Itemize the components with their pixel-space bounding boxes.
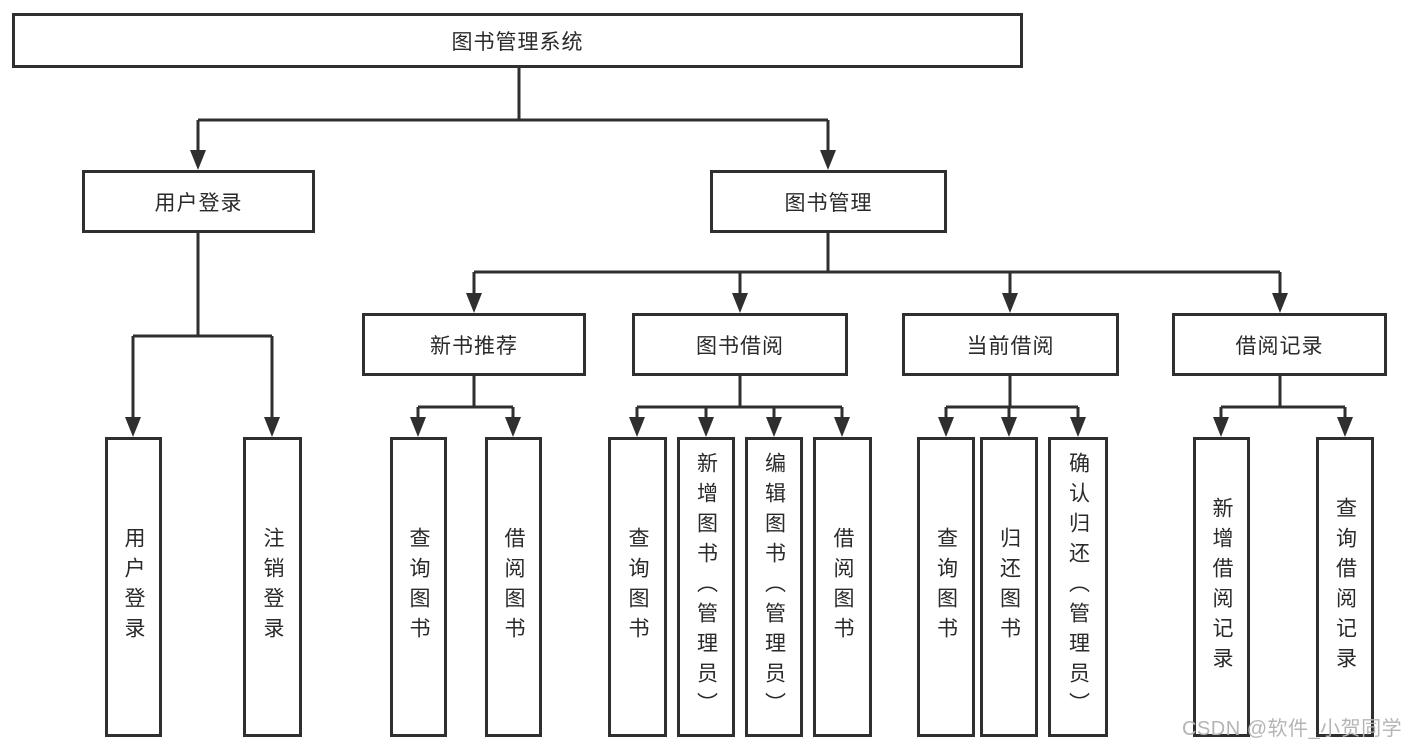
leaf-borrow-query-books: 查询图书 (608, 437, 667, 737)
node-borrow-records-label: 借阅记录 (1235, 334, 1324, 358)
leaf-borrow-edit-books-admin-label: 编辑图书（管理员） (762, 452, 786, 722)
leaf-records-query: 查询借阅记录 (1316, 437, 1374, 737)
node-new-book-recommend: 新书推荐 (362, 313, 586, 376)
leaf-borrow-add-books-admin: 新增图书（管理员） (677, 437, 735, 737)
node-borrow-records: 借阅记录 (1172, 313, 1387, 376)
node-current-borrow-label: 当前借阅 (966, 334, 1055, 358)
leaf-recommend-query-books-label: 查询图书 (407, 527, 430, 647)
leaf-current-confirm-return-admin-label: 确认归还（管理员） (1066, 452, 1090, 722)
leaf-logout-label: 注销登录 (261, 527, 284, 647)
node-root-label: 图书管理系统 (451, 30, 584, 54)
node-user-login: 用户登录 (82, 170, 315, 233)
leaf-borrow-add-books-admin-label: 新增图书（管理员） (694, 452, 718, 722)
node-book-borrow: 图书借阅 (632, 313, 848, 376)
node-book-borrow-label: 图书借阅 (696, 334, 784, 358)
leaf-recommend-borrow-books-label: 借阅图书 (502, 527, 525, 647)
leaf-records-add: 新增借阅记录 (1193, 437, 1250, 737)
leaf-borrow-borrow-books-label: 借阅图书 (831, 527, 854, 647)
leaf-current-return-books-label: 归还图书 (997, 527, 1021, 647)
node-book-management-label: 图书管理 (784, 191, 873, 215)
leaf-records-query-label: 查询借阅记录 (1333, 497, 1357, 677)
leaf-borrow-edit-books-admin: 编辑图书（管理员） (745, 437, 803, 737)
arrowheads (125, 150, 1353, 437)
watermark: CSDN @软件_小贺同学 (1182, 718, 1403, 740)
leaf-borrow-query-books-label: 查询图书 (626, 527, 649, 647)
leaf-recommend-borrow-books: 借阅图书 (485, 437, 542, 737)
leaf-user-login: 用户登录 (105, 437, 162, 737)
node-book-management: 图书管理 (710, 170, 947, 233)
leaf-user-login-label: 用户登录 (122, 527, 145, 647)
node-user-login-label: 用户登录 (154, 191, 243, 215)
node-root: 图书管理系统 (12, 13, 1023, 68)
leaf-records-add-label: 新增借阅记录 (1210, 497, 1233, 677)
node-new-book-recommend-label: 新书推荐 (430, 334, 518, 358)
leaf-current-return-books: 归还图书 (980, 437, 1038, 737)
node-current-borrow: 当前借阅 (902, 313, 1119, 376)
leaf-current-query-books: 查询图书 (917, 437, 975, 737)
leaf-recommend-query-books: 查询图书 (390, 437, 447, 737)
leaf-current-confirm-return-admin: 确认归还（管理员） (1048, 437, 1108, 737)
leaf-borrow-borrow-books: 借阅图书 (813, 437, 872, 737)
leaf-current-query-books-label: 查询图书 (934, 527, 958, 647)
leaf-logout: 注销登录 (243, 437, 302, 737)
